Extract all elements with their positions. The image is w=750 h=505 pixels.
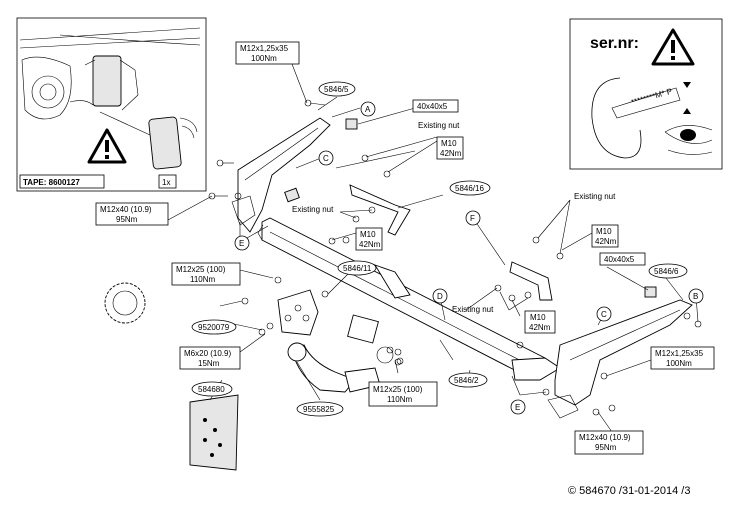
leader-lines <box>167 63 699 433</box>
qty-label: 1x <box>162 178 170 187</box>
spec-left-torque: 95Nm <box>116 215 138 224</box>
existing-nut-2: Existing nut <box>292 205 334 214</box>
spec-right-torque: 100Nm <box>666 359 692 368</box>
callout-f: F <box>470 214 475 223</box>
spec-ball-lower-size: M12x25 (100) <box>373 385 423 394</box>
plate-right-label: 40x40x5 <box>604 255 635 264</box>
wiring-plate <box>189 394 239 471</box>
spec-nut-mid-size: M10 <box>360 230 376 239</box>
part-584680: 584680 <box>198 385 225 394</box>
spec-m6-torque: 15Nm <box>198 359 220 368</box>
right-bracket <box>547 299 693 419</box>
spec-top-left-torque: 100Nm <box>251 54 277 63</box>
left-bracket <box>231 117 331 233</box>
socket-ring <box>104 282 146 324</box>
spec-ball-torque: 110Nm <box>190 275 216 284</box>
middle-brackets <box>349 184 553 301</box>
spec-left-size: M12x40 (10.9) <box>100 205 152 214</box>
callout-c2: C <box>601 310 607 319</box>
copyright-text: © 584670 /31-01-2014 /3 <box>568 485 690 497</box>
existing-nut-1: Existing nut <box>418 121 460 130</box>
spec-nut-right-torque: 42Nm <box>595 237 617 246</box>
serial-inset: ser.nr: ********M* P <box>569 18 723 170</box>
spec-m6-size: M6x20 (10.9) <box>184 349 231 358</box>
spec-nut-lower-torque: 42Nm <box>529 323 551 332</box>
part-9555825: 9555825 <box>303 405 335 414</box>
spec-bottom-right-size: M12x40 (10.9) <box>579 433 631 442</box>
callout-d: D <box>437 292 443 301</box>
spec-nut-top-size: M10 <box>441 139 457 148</box>
ball-mount-plate <box>277 289 319 336</box>
spec-ball-size: M12x25 (100) <box>176 265 226 274</box>
existing-nut-4: Existing nut <box>452 305 494 314</box>
part-5846-5: 5846/5 <box>324 85 349 94</box>
callout-e2: E <box>515 403 520 412</box>
part-number-ovals: 5846/5 5846/16 5846/11 5846/6 5846/2 952… <box>191 81 688 417</box>
part-5846-16: 5846/16 <box>455 184 484 193</box>
tape-label: TAPE: 8600127 <box>23 178 80 187</box>
spec-nut-right-size: M10 <box>596 227 612 236</box>
towball <box>287 314 402 393</box>
sernr-label: ser.nr: <box>590 35 639 52</box>
part-5846-6: 5846/6 <box>654 267 679 276</box>
spec-bottom-right-torque: 95Nm <box>595 443 617 452</box>
callout-b: B <box>693 292 698 301</box>
plate-right <box>644 286 657 298</box>
spec-nut-lower-size: M10 <box>530 313 546 322</box>
callout-c1: C <box>323 154 329 163</box>
spec-right-size: M12x1,25x35 <box>655 349 704 358</box>
spec-top-left-size: M12x1,25x35 <box>240 44 289 53</box>
callout-e1: E <box>239 239 244 248</box>
plate-top-label: 40x40x5 <box>417 102 448 111</box>
spec-boxes: M12x1,25x35 100Nm 40x40x5 Existing nut M… <box>95 41 715 455</box>
callouts: A C E F D C B E <box>234 101 704 415</box>
plate-top <box>345 118 358 130</box>
crossbar <box>257 217 561 381</box>
tape-inset: TAPE: 8600127 1x <box>16 17 207 192</box>
spec-nut-mid-torque: 42Nm <box>359 240 381 249</box>
part-5846-2: 5846/2 <box>454 376 479 385</box>
spec-nut-top-torque: 42Nm <box>440 149 462 158</box>
existing-nut-3: Existing nut <box>574 192 616 201</box>
spec-ball-lower-torque: 110Nm <box>387 395 413 404</box>
part-9520079: 9520079 <box>198 323 230 332</box>
part-5846-11: 5846/11 <box>343 264 372 273</box>
callout-a: A <box>365 105 371 114</box>
